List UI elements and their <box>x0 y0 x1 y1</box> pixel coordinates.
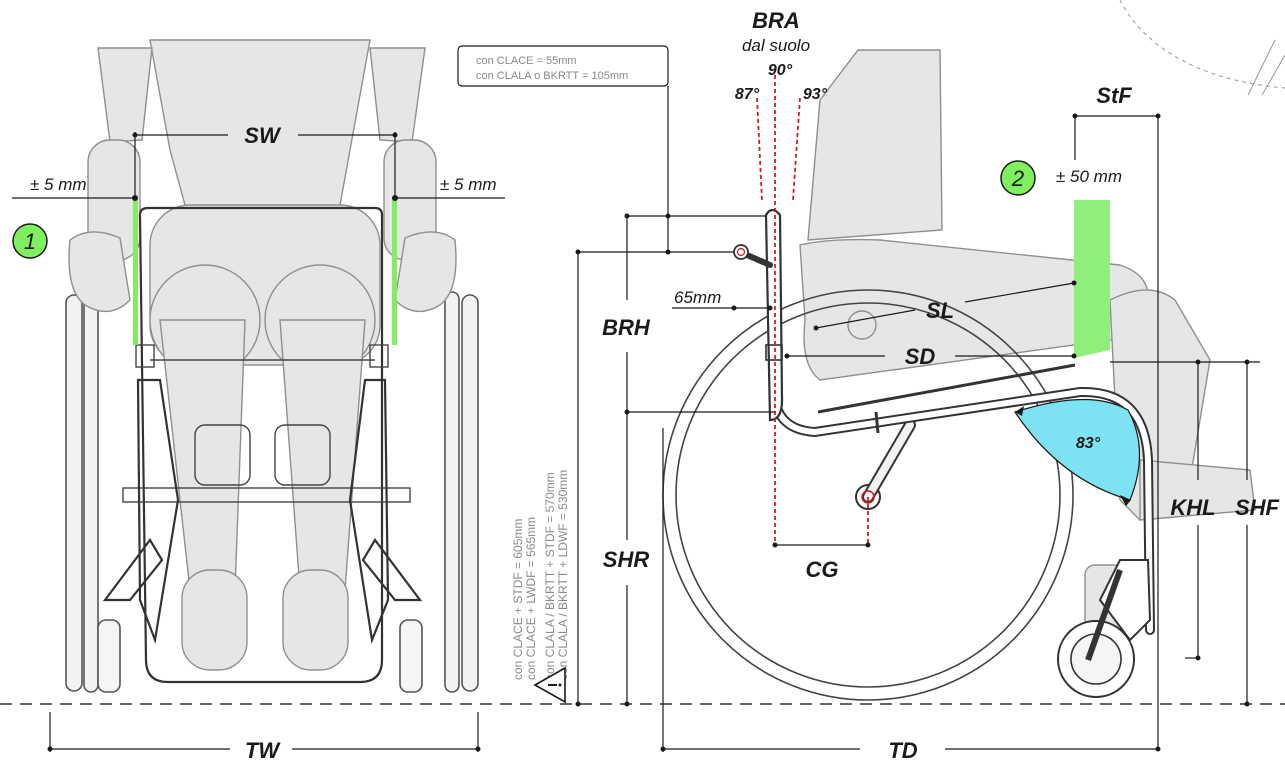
svg-text:con CLACE = 55mm: con CLACE = 55mm <box>476 55 577 67</box>
shf-label: SHF <box>1235 495 1280 520</box>
seat-width-adjust-left <box>133 197 138 345</box>
svg-text:con CLALA o BKRTT = 105mm: con CLALA o BKRTT = 105mm <box>476 70 628 82</box>
shr-label: SHR <box>603 547 650 572</box>
angle-87-label: 87° <box>735 86 760 103</box>
khl-label: KHL <box>1170 495 1215 520</box>
knee-angle-wedge <box>1014 398 1141 501</box>
seat-front-adjust <box>1074 200 1110 358</box>
tw-label: TW <box>245 738 281 762</box>
angle-93-label: 93° <box>803 86 828 103</box>
brh-shr-dimension <box>575 213 775 707</box>
badge-2: 2 <box>1000 160 1036 196</box>
td-dimension <box>660 428 1161 752</box>
corner-arc-decoration <box>1119 0 1285 96</box>
angle-90-label: 90° <box>768 62 793 79</box>
svg-text:con CLACE + LWDF = 565mm: con CLACE + LWDF = 565mm <box>524 517 538 680</box>
sl-label: SL <box>926 298 954 323</box>
side-view <box>662 49 1256 701</box>
svg-text:2: 2 <box>1011 166 1024 191</box>
khl-shf-dimension <box>1110 359 1260 707</box>
sw-label: SW <box>244 123 282 148</box>
cg-label: CG <box>806 557 839 582</box>
tolerance-left-label: ± 5 mm <box>30 175 87 194</box>
tolerance-right-label: ± 5 mm <box>440 175 497 194</box>
td-label: TD <box>888 738 917 762</box>
bra-subtitle: dal suolo <box>742 36 810 55</box>
tw-dimension <box>47 712 481 752</box>
vertical-notes: con CLACE + STDF = 605mm con CLACE + LWD… <box>511 470 570 680</box>
brh-label: BRH <box>602 315 651 340</box>
stf-label: StF <box>1096 83 1132 108</box>
svg-text:con CLACE + STDF = 605mm: con CLACE + STDF = 605mm <box>511 519 525 680</box>
warning-triangle-icon <box>533 666 566 704</box>
sd-label: SD <box>905 344 936 369</box>
svg-text:con CLALA / BKRTT + LDWF = 530: con CLALA / BKRTT + LDWF = 530mm <box>556 470 570 680</box>
bra-label: BRA <box>752 8 800 33</box>
badge-1: 1 <box>12 223 48 259</box>
front-view <box>65 39 479 693</box>
svg-text:con CLALA / BKRTT + STDF = 570: con CLALA / BKRTT + STDF = 570mm <box>543 472 557 680</box>
knee-angle-label: 83° <box>1076 435 1101 452</box>
seat-width-adjust-right <box>392 197 397 345</box>
mm65-label: 65mm <box>674 288 721 307</box>
clamp-info-box: con CLACE = 55mm con CLALA o BKRTT = 105… <box>457 45 671 255</box>
svg-text:1: 1 <box>24 229 36 254</box>
cg-reference-lines <box>736 75 875 545</box>
sw-dimension <box>132 132 398 200</box>
tolerance-front-label: ± 50 mm <box>1056 167 1122 186</box>
